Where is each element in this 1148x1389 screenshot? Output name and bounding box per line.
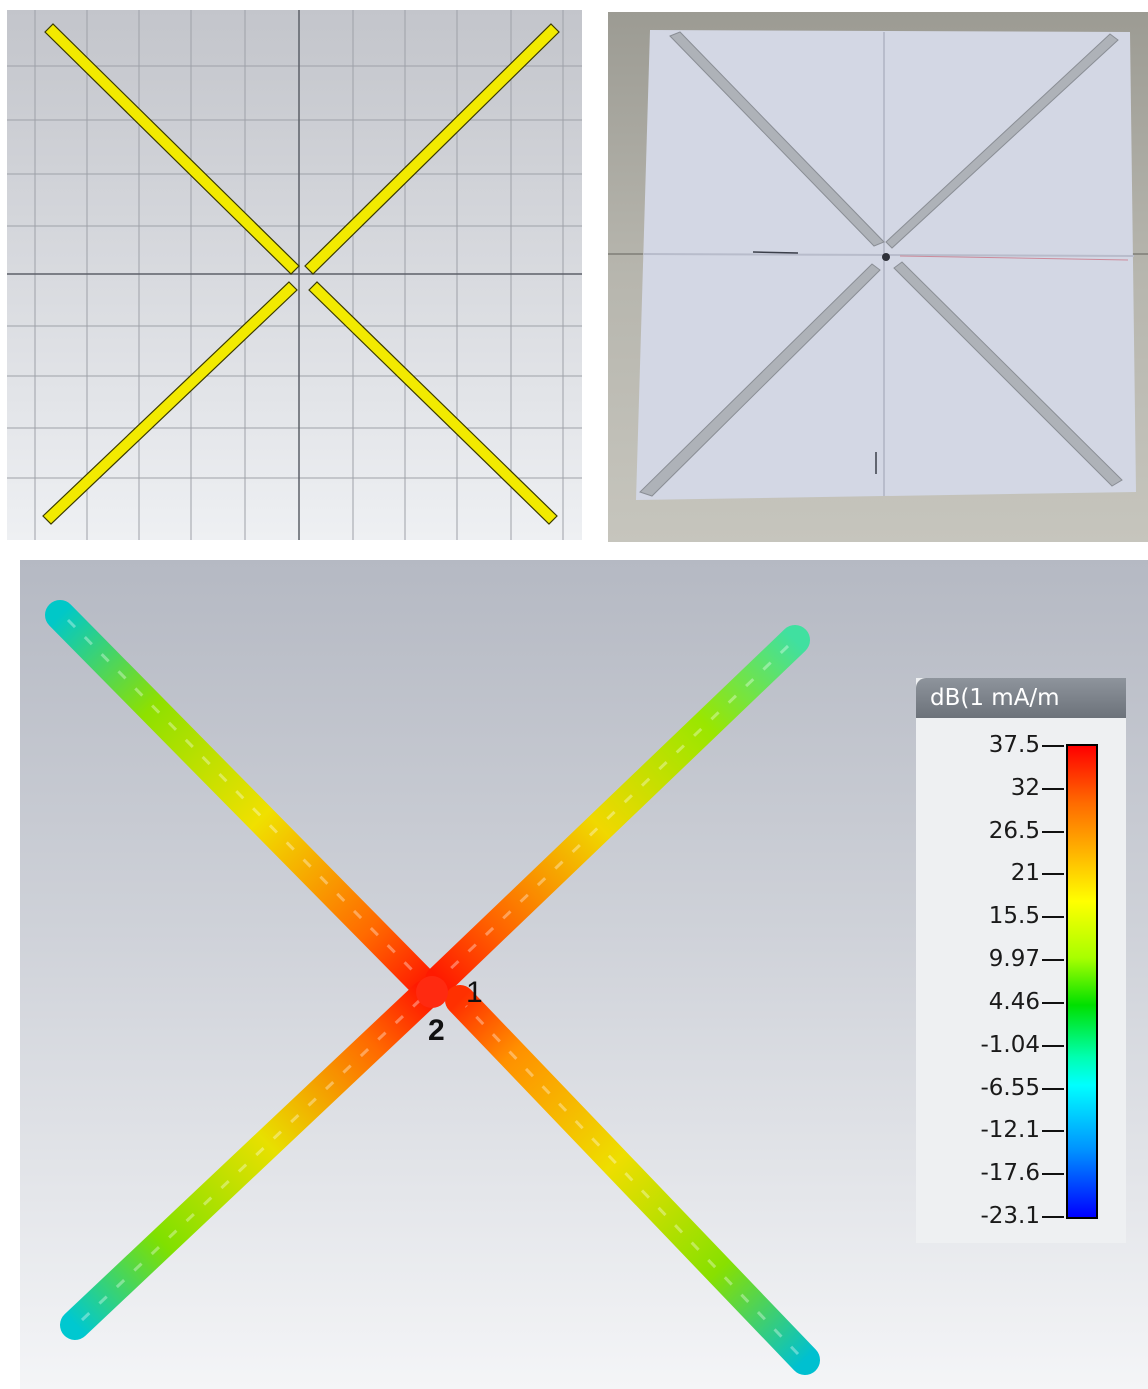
color-legend: dB(1 mA/m 37.5 32 26.5 21 15.5 9.97 4.46 -1.04 -… xyxy=(916,678,1126,1243)
surface-current-panel: 1 2 dB(1 mA/m 37.5 32 26.5 21 15.5 9.97 4.46 -1… xyxy=(20,560,1148,1389)
current-arm-lower-left xyxy=(60,980,440,1340)
prototype-photo xyxy=(608,30,1148,500)
legend-tick-label: -12.1 xyxy=(980,1117,1040,1144)
legend-tick-mark xyxy=(1042,830,1064,833)
current-arm-lower-right xyxy=(445,985,820,1375)
legend-tick-label: -1.04 xyxy=(980,1031,1040,1058)
current-arm-upper-right xyxy=(425,625,810,995)
legend-tick-label: 4.46 xyxy=(988,988,1040,1015)
legend-tick: -23.1 xyxy=(916,1201,1066,1231)
legend-body: 37.5 32 26.5 21 15.5 9.97 4.46 -1.04 -6.55 -12.1 -… xyxy=(916,718,1126,1243)
legend-tick-mark xyxy=(1042,1173,1064,1176)
feed-point xyxy=(882,253,890,261)
dipole-arm-upper-left xyxy=(44,23,300,275)
legend-tick-mark xyxy=(1042,1130,1064,1133)
legend-tick-label: 21 xyxy=(1010,860,1040,887)
legend-tick: -1.04 xyxy=(916,1030,1066,1060)
port-label-1: 1 xyxy=(466,976,483,1009)
legend-tick: 26.5 xyxy=(916,816,1066,846)
legend-tick: 4.46 xyxy=(916,987,1066,1017)
current-arm-upper-left xyxy=(45,600,440,1000)
legend-tick: -12.1 xyxy=(916,1115,1066,1145)
legend-tick-mark xyxy=(1042,1001,1064,1004)
legend-tick-mark xyxy=(1042,959,1064,962)
legend-tick: 9.97 xyxy=(916,944,1066,974)
metal-arm-lower-left xyxy=(639,263,881,497)
port-label-2: 2 xyxy=(428,1014,445,1047)
legend-tick: -6.55 xyxy=(916,1073,1066,1103)
legend-tick-label: -17.6 xyxy=(980,1160,1040,1187)
legend-tick-label: 15.5 xyxy=(988,903,1040,930)
feed-gap-hotspot xyxy=(416,976,448,1008)
legend-title: dB(1 mA/m xyxy=(916,678,1126,718)
legend-tick: 32 xyxy=(916,773,1066,803)
legend-tick-label: -6.55 xyxy=(980,1074,1040,1101)
legend-tick-mark xyxy=(1042,916,1064,919)
dipole-arm-lower-right xyxy=(308,281,558,525)
surface-current-plot: 1 2 xyxy=(45,600,820,1375)
legend-tick: 15.5 xyxy=(916,901,1066,931)
legend-tick: 37.5 xyxy=(916,730,1066,760)
legend-tick-label: 26.5 xyxy=(988,817,1040,844)
legend-tick-mark xyxy=(1042,873,1064,876)
legend-tick-label: 9.97 xyxy=(988,946,1040,973)
legend-tick-label: 37.5 xyxy=(988,732,1040,758)
legend-tick-mark xyxy=(1042,1216,1064,1218)
legend-tick-mark xyxy=(1042,787,1064,790)
legend-tick: -17.6 xyxy=(916,1158,1066,1188)
legend-tick-mark xyxy=(1042,745,1064,747)
legend-tick-mark xyxy=(1042,1044,1064,1047)
legend-tick: 21 xyxy=(916,858,1066,888)
prototype-photo-panel xyxy=(608,12,1148,542)
dipole-arm-lower-left xyxy=(42,281,298,525)
dipole-arm-upper-right xyxy=(304,23,560,275)
metal-arm-upper-right xyxy=(885,33,1119,249)
legend-tick-label: -23.1 xyxy=(980,1203,1040,1229)
cad-model-panel xyxy=(7,10,582,540)
legend-tick-mark xyxy=(1042,1087,1064,1090)
metal-arm-upper-left xyxy=(669,31,885,247)
metal-arm-lower-right xyxy=(893,261,1123,487)
cad-drawing xyxy=(7,10,582,540)
color-scale-bar xyxy=(1066,744,1098,1219)
legend-tick-label: 32 xyxy=(1010,774,1040,801)
